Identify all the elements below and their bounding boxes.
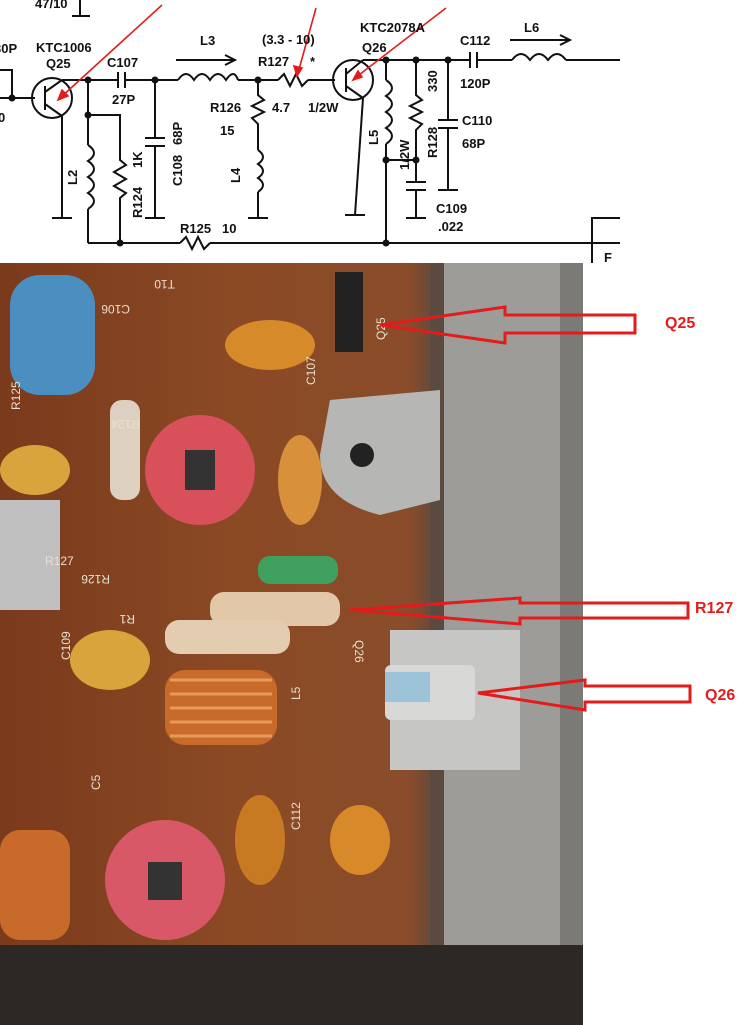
- silkscreen-label: C5: [89, 774, 103, 790]
- q25-transistor: [335, 272, 363, 352]
- silkscreen-label: C107: [304, 356, 318, 385]
- label-l3: L3: [200, 33, 215, 48]
- label-left-cap: 30P: [0, 41, 17, 56]
- label-r124: R124: [130, 186, 145, 218]
- resistor: [165, 620, 290, 654]
- label-l2: L2: [65, 170, 80, 185]
- silkscreen-label: C106: [101, 302, 130, 316]
- label-r126-val: 15: [220, 123, 234, 138]
- label-q25-ref: Q25: [46, 56, 71, 71]
- silkscreen-label: Q26: [352, 640, 366, 663]
- ceramic-capacitor: [330, 805, 390, 875]
- silkscreen-label: R1: [119, 612, 135, 626]
- label-r127-power: 1/2W: [308, 100, 339, 115]
- silkscreen-label: C112: [289, 802, 303, 830]
- ceramic-capacitor: [70, 630, 150, 690]
- silkscreen-label: R127: [45, 554, 74, 568]
- silkscreen-label: T10: [154, 277, 175, 291]
- annotation-label-r127: R127: [695, 600, 734, 617]
- label-q25-part: KTC1006: [36, 40, 92, 55]
- ceramic-capacitor: [278, 435, 322, 525]
- label-r127-val: 4.7: [272, 100, 290, 115]
- label-c110: C110: [462, 113, 492, 128]
- ceramic-capacitor: [225, 320, 315, 370]
- label-q26-ref: Q26: [362, 40, 387, 55]
- label-q26-part: KTC2078A: [360, 20, 426, 35]
- silkscreen-label: R125: [9, 381, 23, 410]
- label-r126: R126: [210, 100, 241, 115]
- silkscreen-label: Q25: [374, 317, 388, 340]
- label-top-value: 47/10: [35, 0, 68, 11]
- label-c109-val: .022: [438, 219, 463, 234]
- silkscreen-label: L5: [289, 686, 303, 700]
- label-r128: R128: [425, 127, 440, 158]
- label-left-res: 0: [0, 110, 5, 125]
- label-box: F: [604, 250, 612, 263]
- label-c108-val: 68P: [170, 122, 185, 145]
- label-r128-val: 330: [425, 70, 440, 92]
- label-c107: C107: [107, 55, 138, 70]
- resistor-r127: [210, 592, 340, 626]
- label-c108: C108: [170, 155, 185, 186]
- label-c112: C112: [460, 33, 490, 48]
- schematic-diagram: 47/10 30P 0 KTC1006 Q25 C107 27P L2 R124…: [0, 0, 620, 263]
- label-c109: C109: [436, 201, 467, 216]
- shielded-coil: [0, 500, 60, 610]
- label-r128-power: 1/2W: [397, 139, 412, 170]
- label-r125-val: 10: [222, 221, 236, 236]
- label-c107-val: 27P: [112, 92, 135, 107]
- label-c112-val: 120P: [460, 76, 491, 91]
- label-l5: L5: [366, 130, 381, 145]
- silkscreen-label: R126: [81, 572, 110, 586]
- label-r127-star: *: [310, 54, 316, 69]
- ceramic-capacitor: [0, 445, 70, 495]
- coil: [0, 830, 70, 940]
- label-r125: R125: [180, 221, 211, 236]
- resistor: [110, 400, 140, 500]
- label-r124-val: 1K: [130, 151, 145, 168]
- label-r127: R127: [258, 54, 289, 69]
- q25-heatsink: [320, 390, 440, 515]
- label-l6: L6: [524, 20, 539, 35]
- label-c110-val: 68P: [462, 136, 485, 151]
- annotation-label-q26: Q26: [705, 687, 736, 704]
- label-r127-range: (3.3 - 10): [262, 32, 315, 47]
- label-l4: L4: [228, 167, 243, 183]
- silkscreen-label: R124: [111, 417, 140, 431]
- electrolytic-capacitor: [10, 275, 95, 395]
- silkscreen-label: C109: [59, 631, 73, 660]
- ceramic-capacitor: [235, 795, 285, 885]
- annotation-label-q25: Q25: [665, 315, 696, 332]
- inductor-green: [258, 556, 338, 584]
